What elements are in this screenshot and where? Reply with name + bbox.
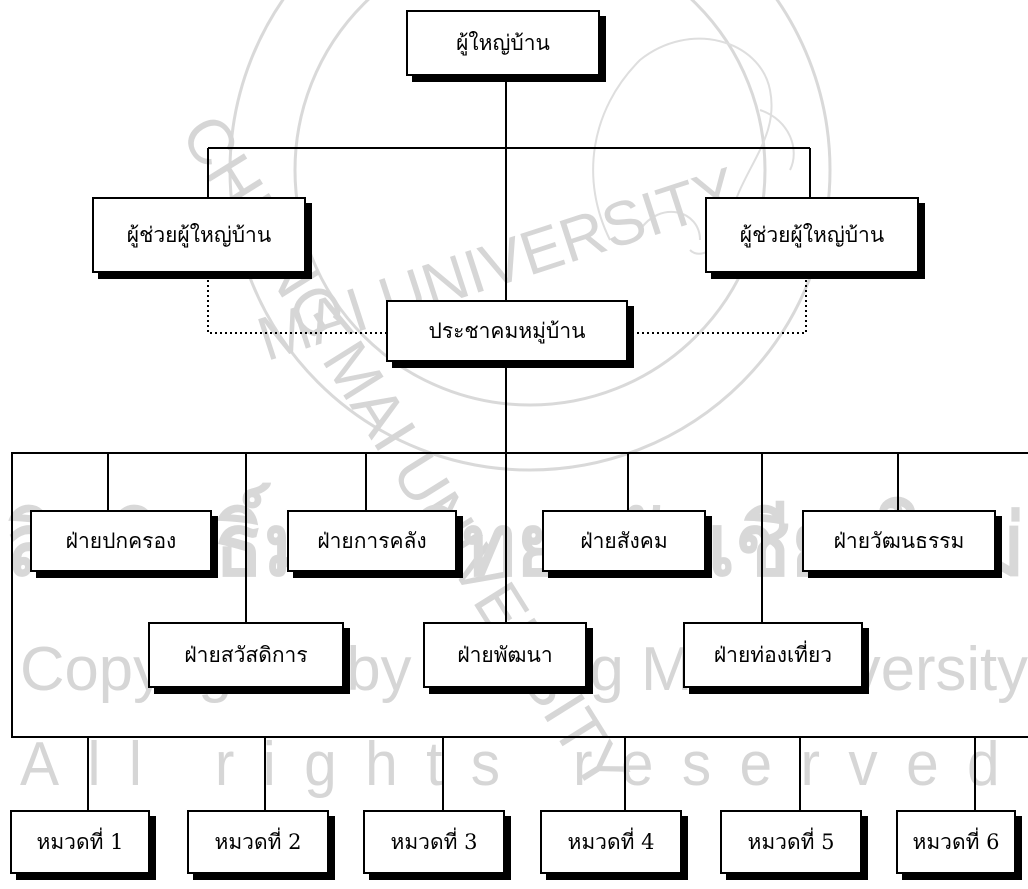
- group-6-box: หมวดที่ 6: [896, 810, 1016, 874]
- group-5-box: หมวดที่ 5: [720, 810, 862, 874]
- department-label: ฝ่ายการคลัง: [317, 528, 427, 553]
- group-2-box: หมวดที่ 2: [187, 810, 329, 874]
- group-label: หมวดที่ 3: [390, 829, 478, 854]
- department-tourism-box: ฝ่ายท่องเที่ยว: [683, 622, 863, 688]
- department-governance-box: ฝ่ายปกครอง: [30, 510, 212, 572]
- group-label: หมวดที่ 4: [567, 829, 655, 854]
- department-label: ฝ่ายสังคม: [580, 528, 668, 553]
- group-4-box: หมวดที่ 4: [540, 810, 682, 874]
- group-label: หมวดที่ 2: [214, 829, 302, 854]
- group-1-box: หมวดที่ 1: [10, 810, 150, 874]
- department-label: ฝ่ายวัฒนธรรม: [833, 528, 965, 553]
- assistant-headman-left-label: ผู้ช่วยผู้ใหญ่บ้าน: [126, 222, 272, 247]
- village-community-box: ประชาคมหมู่บ้าน: [386, 300, 628, 362]
- group-label: หมวดที่ 1: [36, 829, 124, 854]
- watermark-line-rights: All rights reserved: [20, 730, 1028, 799]
- department-label: ฝ่ายพัฒนา: [457, 642, 553, 667]
- group-label: หมวดที่ 6: [912, 829, 1000, 854]
- village-headman-box: ผู้ใหญ่บ้าน: [406, 10, 600, 76]
- village-community-label: ประชาคมหมู่บ้าน: [428, 318, 586, 343]
- department-label: ฝ่ายปกครอง: [65, 528, 177, 553]
- assistant-headman-right-box: ผู้ช่วยผู้ใหญ่บ้าน: [705, 197, 919, 273]
- group-label: หมวดที่ 5: [747, 829, 835, 854]
- department-label: ฝ่ายท่องเที่ยว: [713, 642, 833, 667]
- department-social-box: ฝ่ายสังคม: [542, 510, 706, 572]
- village-headman-label: ผู้ใหญ่บ้าน: [456, 30, 550, 55]
- department-label: ฝ่ายสวัสดิการ: [184, 642, 308, 667]
- university-seal: [228, 0, 832, 472]
- assistant-headman-left-box: ผู้ช่วยผู้ใหญ่บ้าน: [92, 197, 306, 273]
- department-finance-box: ฝ่ายการคลัง: [287, 510, 457, 572]
- department-culture-box: ฝ่ายวัฒนธรรม: [802, 510, 996, 572]
- department-development-box: ฝ่ายพัฒนา: [423, 622, 587, 688]
- assistant-headman-right-label: ผู้ช่วยผู้ใหญ่บ้าน: [739, 222, 885, 247]
- group-3-box: หมวดที่ 3: [363, 810, 505, 874]
- department-welfare-box: ฝ่ายสวัสดิการ: [148, 622, 344, 688]
